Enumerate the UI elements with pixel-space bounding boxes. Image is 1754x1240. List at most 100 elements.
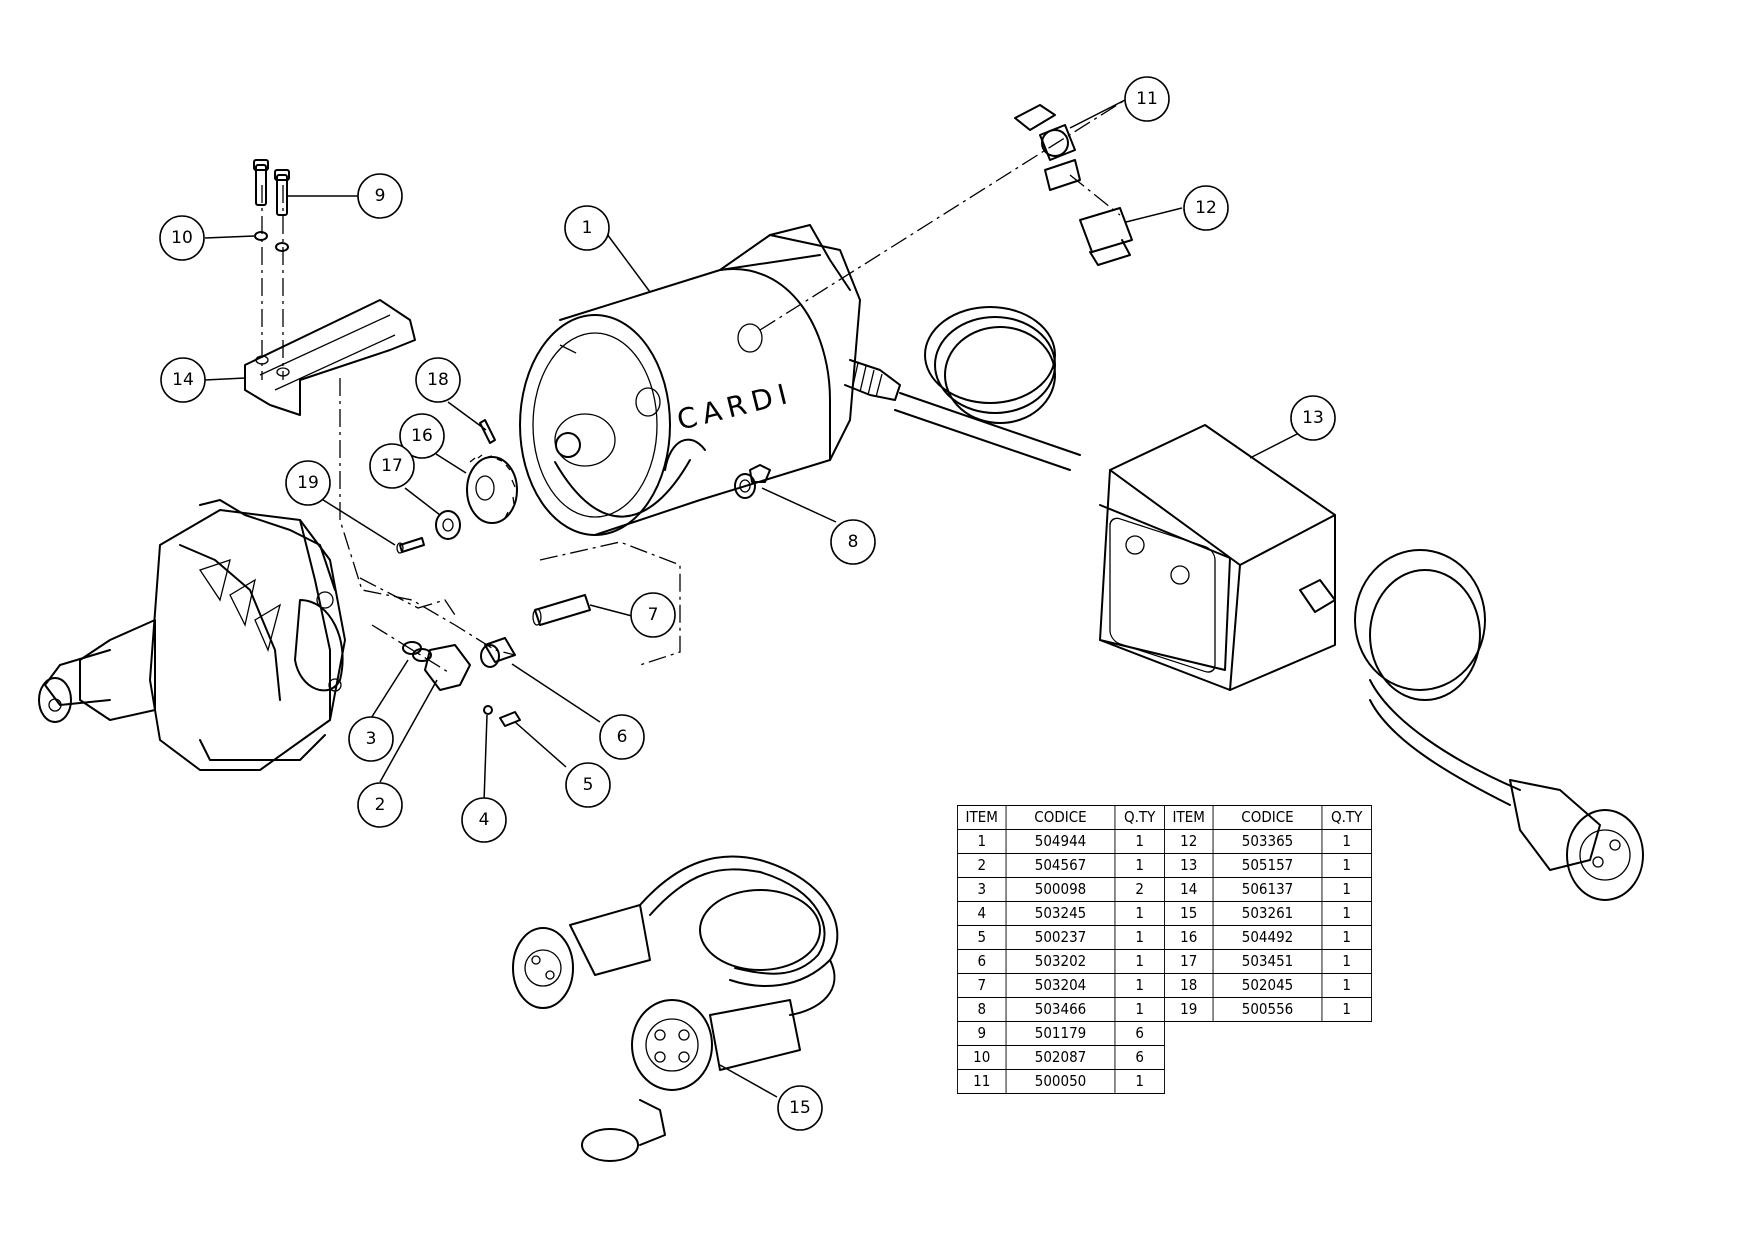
cell-item: 7 [957, 973, 1007, 998]
handle-bracket [244, 299, 416, 416]
svg-text:5: 5 [583, 775, 594, 795]
callout-1: 1 [564, 205, 610, 251]
svg-text:11: 11 [1136, 89, 1158, 109]
valve-fitting [1014, 104, 1133, 266]
parts-table-header: ITEM CODICE Q.TY ITEM CODICE Q.TY [957, 805, 1372, 830]
callout-18: 18 [415, 357, 461, 403]
cell-item: 1 [957, 829, 1007, 854]
cell-code: 503365 [1212, 829, 1323, 854]
cell-item: 13 [1163, 853, 1214, 878]
empty-cell [1164, 1046, 1213, 1070]
empty-cell [1213, 1022, 1322, 1046]
cell-qty: 1 [1114, 901, 1165, 926]
callout-12: 12 [1183, 185, 1229, 231]
callout-16: 16 [399, 413, 445, 459]
gearbox-housing [38, 499, 346, 771]
cell-item: 6 [957, 949, 1007, 974]
cell-code: 500237 [1005, 925, 1116, 950]
svg-text:8: 8 [848, 532, 859, 552]
cell-qty: 1 [1114, 949, 1165, 974]
coupling-parts [402, 464, 771, 727]
callout-9: 9 [357, 173, 403, 219]
brand-logo: CARDI [674, 376, 796, 437]
cell-code: 504492 [1212, 925, 1323, 950]
cell-item: 11 [957, 1069, 1007, 1094]
cell-code: 502087 [1005, 1045, 1116, 1070]
cell-code: 502045 [1212, 973, 1323, 998]
cell-code: 503245 [1005, 901, 1116, 926]
callout-13: 13 [1290, 395, 1336, 441]
empty-cell [1322, 1046, 1372, 1070]
cell-code: 503202 [1005, 949, 1116, 974]
callout-7: 7 [630, 592, 676, 638]
header-code: CODICE [1005, 805, 1116, 830]
cell-qty: 1 [1321, 925, 1372, 950]
cell-qty: 2 [1114, 877, 1165, 902]
empty-cell [1164, 1022, 1213, 1046]
callout-2: 2 [357, 782, 403, 828]
cell-item: 8 [957, 997, 1007, 1022]
leader-lines [204, 99, 1302, 1098]
cell-item: 4 [957, 901, 1007, 926]
cell-item: 14 [1163, 877, 1214, 902]
svg-text:7: 7 [648, 605, 659, 625]
cell-code: 503466 [1005, 997, 1116, 1022]
callout-8: 8 [830, 519, 876, 565]
empty-cell [1164, 1070, 1213, 1094]
cell-item: 9 [957, 1021, 1007, 1046]
svg-text:19: 19 [297, 473, 319, 493]
electric-motor: CARDI [519, 224, 901, 536]
callout-3: 3 [348, 716, 394, 762]
svg-text:10: 10 [171, 228, 193, 248]
cell-item: 17 [1163, 949, 1214, 974]
empty-cell [1322, 1070, 1372, 1094]
header-item: ITEM [957, 805, 1007, 830]
cell-code: 500098 [1005, 877, 1116, 902]
screws-and-washers [253, 159, 290, 252]
empty-cell [1322, 1022, 1372, 1046]
svg-text:4: 4 [479, 810, 490, 830]
cell-item: 15 [1163, 901, 1214, 926]
cell-code: 500556 [1212, 997, 1323, 1022]
cell-code: 501179 [1005, 1021, 1116, 1046]
cell-qty: 1 [1321, 901, 1372, 926]
cell-qty: 1 [1114, 973, 1165, 998]
cell-item: 19 [1163, 997, 1214, 1022]
svg-text:15: 15 [789, 1098, 811, 1118]
cell-qty: 1 [1321, 877, 1372, 902]
empty-cell [1213, 1046, 1322, 1070]
svg-text:16: 16 [411, 426, 433, 446]
cell-item: 10 [957, 1045, 1007, 1070]
header-item: ITEM [1163, 805, 1214, 830]
callout-10: 10 [159, 215, 205, 261]
cell-item: 18 [1163, 973, 1214, 998]
callout-14: 14 [160, 357, 206, 403]
cell-item: 5 [957, 925, 1007, 950]
cell-qty: 6 [1114, 1021, 1165, 1046]
cell-qty: 1 [1114, 829, 1165, 854]
cell-item: 2 [957, 853, 1007, 878]
header-qty: Q.TY [1321, 805, 1372, 830]
cell-qty: 1 [1114, 1069, 1165, 1094]
cell-code: 504567 [1005, 853, 1116, 878]
callout-17: 17 [369, 443, 415, 489]
cell-qty: 6 [1114, 1045, 1165, 1070]
cell-qty: 1 [1321, 949, 1372, 974]
callout-11: 11 [1124, 76, 1170, 122]
callout-5: 5 [565, 762, 611, 808]
extension-lead [512, 855, 839, 1162]
svg-text:12: 12 [1195, 198, 1217, 218]
cell-code: 503451 [1212, 949, 1323, 974]
callout-6: 6 [599, 714, 645, 760]
cell-qty: 1 [1321, 829, 1372, 854]
